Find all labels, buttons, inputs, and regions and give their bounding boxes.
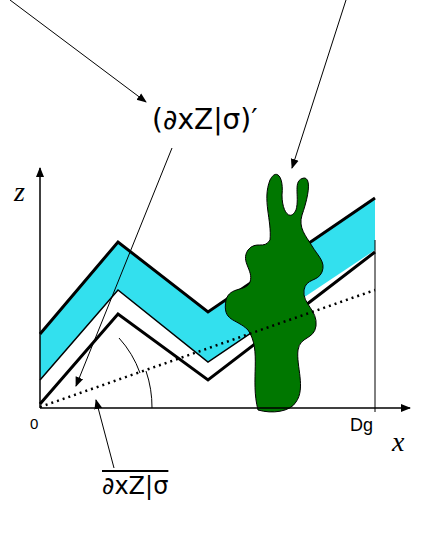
slope-label: (∂xZ|σ)′ — [152, 106, 258, 134]
dg-line — [375, 240, 376, 412]
dimension-label: Dg — [350, 416, 373, 434]
leader-line — [96, 400, 114, 468]
z-axis — [39, 168, 41, 408]
leader-line — [10, 0, 146, 102]
axis-label: x — [392, 428, 404, 456]
axis-label: z — [14, 178, 25, 206]
angle-arc — [146, 371, 152, 408]
leader-line — [292, 0, 346, 168]
leader-line — [76, 148, 172, 386]
lower-surface — [40, 252, 375, 404]
mean-slope-line — [40, 290, 375, 407]
x-axis — [40, 407, 410, 409]
angle-arc — [119, 338, 140, 373]
plant-shape — [225, 174, 323, 412]
origin-label: 0 — [30, 416, 38, 431]
upper-surface — [40, 198, 375, 334]
mean-slope-label: ∂xZ|σ — [102, 474, 168, 498]
